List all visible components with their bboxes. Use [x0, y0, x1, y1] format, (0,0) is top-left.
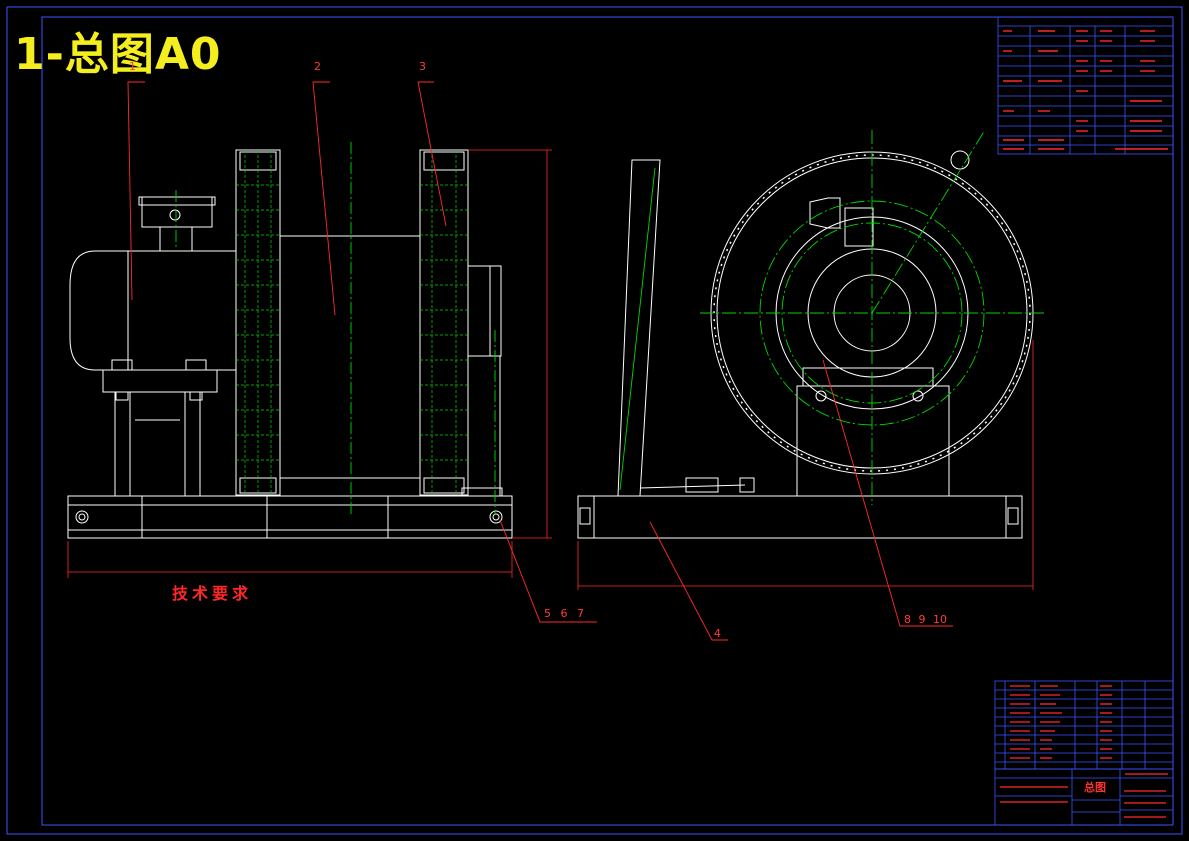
callout-8-9-10: 8 9 10: [904, 613, 947, 626]
sheet-title: 1-总图A0: [14, 29, 222, 80]
side-view-centerlines: [619, 129, 1045, 505]
parameter-table: [997, 16, 1174, 155]
inner-frame: [41, 16, 1174, 826]
side-view: [577, 150, 1034, 539]
parts-list: [994, 680, 1174, 826]
front-view: [67, 149, 513, 539]
callout-1: 1: [129, 60, 136, 73]
parameter-table-marks: [1003, 30, 1168, 150]
parts-list-marks: [1000, 685, 1168, 818]
callout-2: 2: [314, 60, 321, 73]
technical-requirements-heading: 技术要求: [172, 584, 253, 603]
front-view-dimensions: [67, 149, 552, 578]
outer-frame: [6, 6, 1183, 835]
side-view-leaders: [649, 359, 953, 641]
flange-hatching: [236, 150, 468, 495]
drawing-title: 总图: [1084, 781, 1106, 794]
front-view-centerlines: [175, 142, 496, 515]
front-view-leaders: [127, 81, 597, 623]
callout-5-6-7: 5 6 7: [544, 607, 584, 620]
callout-4: 4: [714, 627, 721, 640]
side-view-dimensions: [577, 340, 1034, 590]
callout-3: 3: [419, 60, 426, 73]
